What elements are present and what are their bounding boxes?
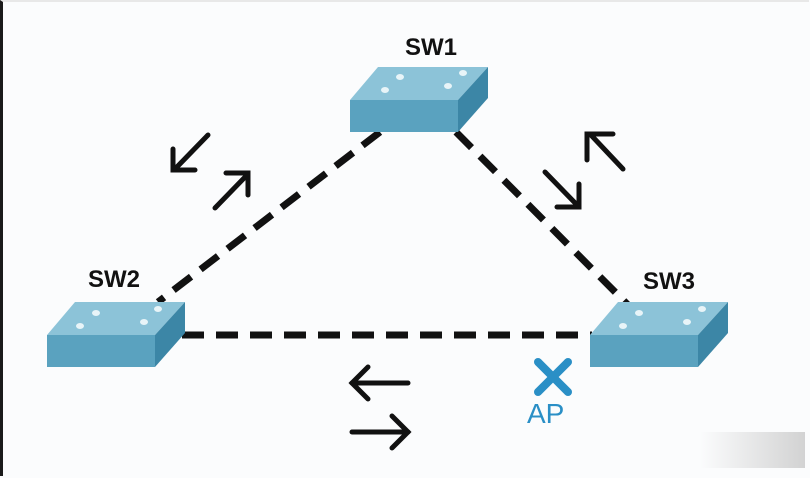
arrow-left-icon xyxy=(348,364,411,402)
arrow-right-icon xyxy=(349,413,412,451)
sw2-label: SW2 xyxy=(88,266,141,293)
alternate-port-label: AP xyxy=(527,398,565,429)
arrow-up-left-icon xyxy=(584,131,626,172)
watermark xyxy=(700,432,805,468)
switch-sw3-icon[interactable] xyxy=(590,302,728,367)
arrow-down-right-icon xyxy=(542,169,582,210)
arrow-up-right-icon xyxy=(212,170,251,211)
switch-sw1-icon[interactable] xyxy=(350,67,488,132)
link-sw1-sw3 xyxy=(453,129,631,308)
switch-sw2-icon[interactable] xyxy=(47,302,185,367)
blocked-port-x-icon xyxy=(534,358,572,396)
sw3-label: SW3 xyxy=(643,268,696,295)
link-sw1-sw2 xyxy=(155,129,383,305)
sw1-label: SW1 xyxy=(405,34,458,61)
arrow-down-left-icon xyxy=(170,132,211,173)
